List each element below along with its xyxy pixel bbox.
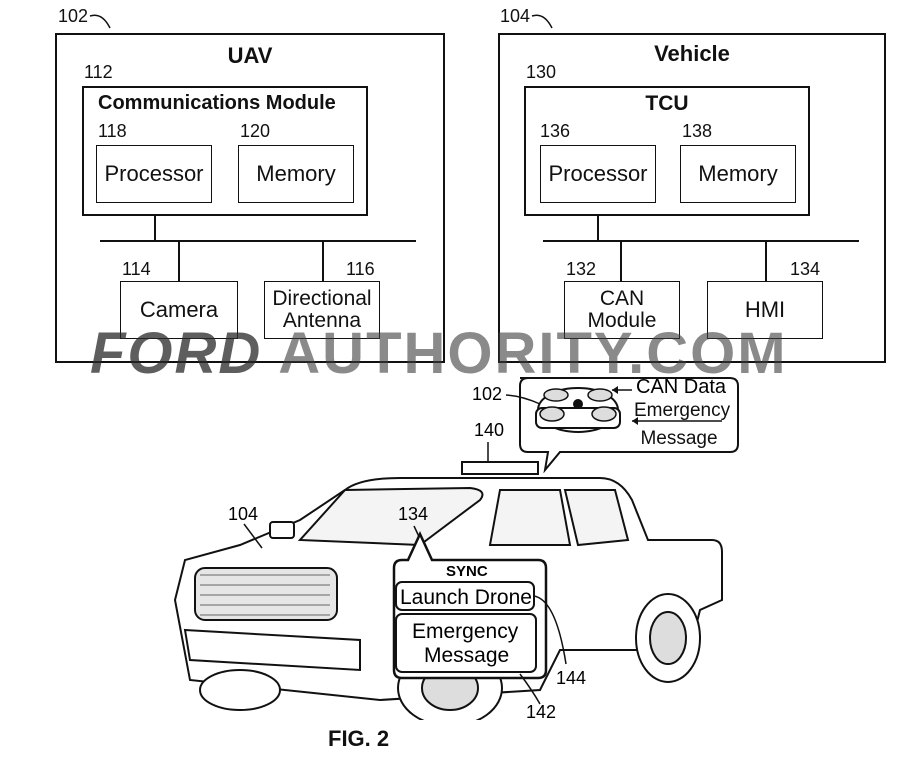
vehicle-hmi: HMI <box>707 281 823 339</box>
uav-camera-bus-link <box>178 242 180 282</box>
emergency-message-button[interactable] <box>395 613 537 673</box>
vehicle-memory-ref: 138 <box>682 121 713 141</box>
uav-ref: 102 <box>58 6 89 26</box>
screen-ref: 134 <box>398 504 428 524</box>
vehicle-can-module: CAN Module <box>564 281 680 339</box>
tcu-ref: 130 <box>526 62 557 82</box>
can-module-ref: 132 <box>566 259 597 279</box>
uav-title: UAV <box>227 43 273 68</box>
vehicle-can-bus-link <box>620 242 622 282</box>
vehicle-hmi-bus-link <box>765 242 767 282</box>
launch-ref: 144 <box>556 668 586 688</box>
vehicle-leader-line <box>531 14 553 29</box>
vehicle-bus <box>543 240 859 242</box>
drone-ref: 102 <box>472 384 502 404</box>
truck-illustration: 102 CAN Data 140 104 134 SYNC La <box>173 376 739 720</box>
emergency-message-button-label: Emergency Message <box>412 620 524 667</box>
uav-memory-ref: 120 <box>240 121 271 141</box>
hmi-ref: 134 <box>790 259 821 279</box>
uav-comm-bus-link <box>154 216 156 242</box>
drone-icon <box>535 387 621 433</box>
uav-directional-antenna: Directional Antenna <box>264 281 380 339</box>
beacon-ref: 140 <box>474 420 504 440</box>
roof-beacon <box>461 461 539 475</box>
uav-camera: Camera <box>120 281 238 339</box>
sync-label: SYNC <box>446 563 488 580</box>
uav-antenna-ref: 116 <box>346 259 375 279</box>
vehicle-tcu-bus-link <box>597 216 599 242</box>
uav-antenna-bus-link <box>322 242 324 282</box>
uav-memory: Memory <box>238 145 354 203</box>
vehicle-ref: 104 <box>500 6 531 26</box>
vehicle-processor: Processor <box>540 145 656 203</box>
figure-caption: FIG. 2 <box>328 726 390 751</box>
vehicle-title: Vehicle <box>654 41 730 66</box>
vehicle-processor-ref: 136 <box>540 121 571 141</box>
comm-module-title: Communications Module <box>98 92 336 114</box>
comm-module-ref: 112 <box>84 62 113 82</box>
can-data-label: CAN Data <box>636 376 727 398</box>
uav-processor: Processor <box>96 145 212 203</box>
vehicle-memory: Memory <box>680 145 796 203</box>
uav-leader-line <box>89 14 111 29</box>
uav-bus <box>100 240 416 242</box>
uav-camera-ref: 114 <box>122 259 151 279</box>
uav-processor-ref: 118 <box>98 121 127 141</box>
emergency-ref: 142 <box>526 702 556 720</box>
truck-ref: 104 <box>228 504 258 524</box>
launch-drone-label: Launch Drone <box>400 586 532 609</box>
tcu-title: TCU <box>645 92 689 115</box>
drone-emergency-message: Emergency Message <box>634 400 731 449</box>
